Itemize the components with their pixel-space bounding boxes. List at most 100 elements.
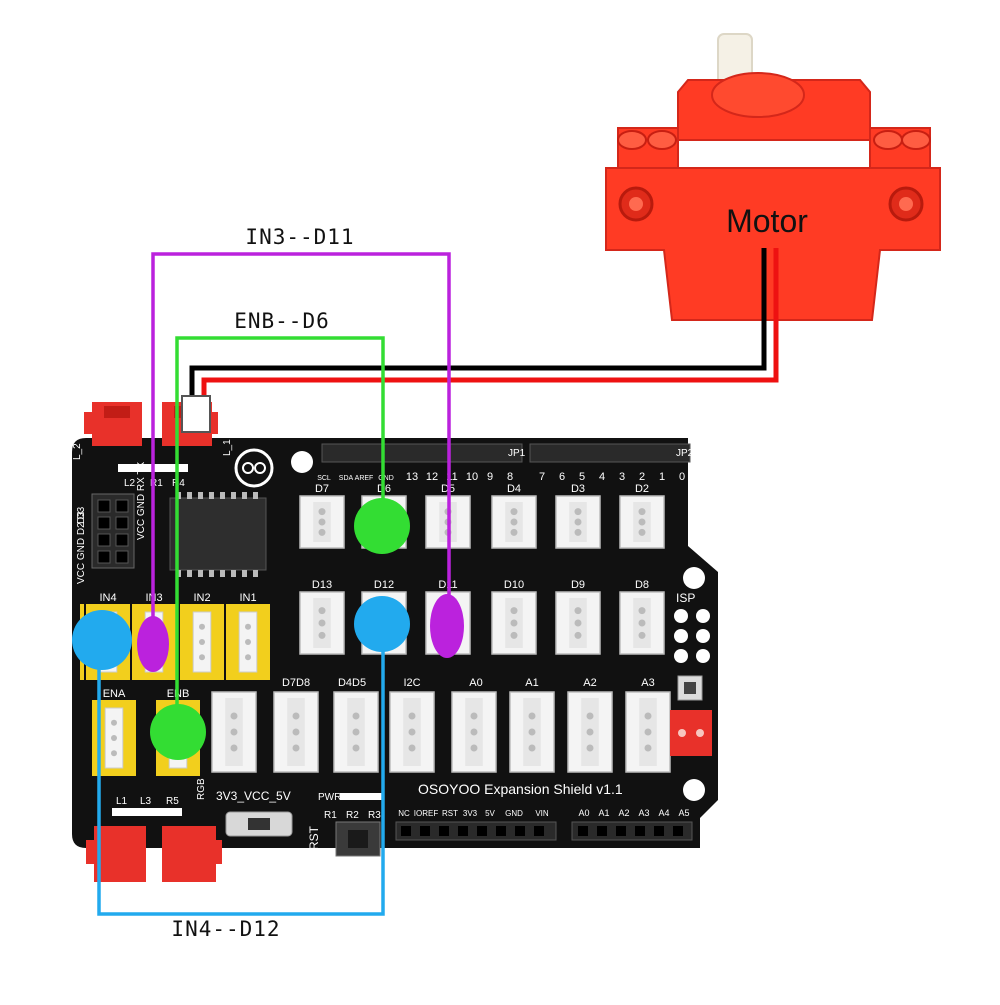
power-pin-label: 5V: [485, 809, 495, 818]
motor-body: [605, 167, 941, 321]
port-label: D4D5: [338, 677, 366, 689]
header-pin-label: 12: [426, 471, 438, 483]
wire-label-in4-d12: IN4--D12: [171, 917, 280, 941]
motor-stud: [873, 130, 903, 150]
port-d9: [555, 591, 601, 655]
r-label: R1: [324, 810, 337, 821]
power-pin-label: RST: [442, 809, 458, 818]
motor-stud: [901, 130, 931, 150]
header-pin-label: 3: [619, 471, 625, 483]
power-pin: [515, 826, 525, 836]
port-d4: [491, 495, 537, 549]
power-pin-label: 3V3: [463, 809, 478, 818]
chip-pin: [209, 570, 214, 577]
motor-axle-hole-inner: [629, 197, 643, 211]
led-label: L1: [116, 796, 128, 807]
rst-label: RST: [307, 825, 321, 850]
in-header-label: IN2: [193, 592, 210, 604]
wire-label-enb-d6: ENB--D6: [234, 309, 330, 333]
isp-pin: [674, 629, 688, 643]
analog-pin-label: A2: [618, 808, 629, 818]
serial-pins: [97, 499, 129, 564]
label-serial-row1: VCC GND RX TX: [136, 462, 147, 540]
port-row3-2: [333, 691, 379, 773]
port-d13: [299, 591, 345, 655]
motor-label: Motor: [726, 203, 808, 239]
wires: IN3--D11 ENB--D6 IN4--D12: [72, 225, 779, 941]
motor-axle-hole-inner: [899, 197, 913, 211]
rgb-connector-right: [162, 826, 222, 882]
header-pin: [97, 533, 111, 547]
isp-pin: [696, 629, 710, 643]
header-pin: [115, 550, 129, 564]
power-pin: [458, 826, 468, 836]
port-row3-7: [625, 691, 671, 773]
pwr-led-strip: [340, 793, 382, 800]
power-pin: [496, 826, 506, 836]
header-pin-label: 6: [559, 471, 565, 483]
jp2-label: JP2: [676, 448, 694, 459]
analog-pin-label: A1: [598, 808, 609, 818]
port-label: D3: [571, 483, 585, 495]
in-header-label: IN4: [99, 592, 116, 604]
port-row3-3: [389, 691, 435, 773]
power-pin-label: VIN: [535, 809, 549, 818]
wire-in3-d11: [151, 252, 451, 640]
label-l2: L_2: [72, 443, 83, 460]
analog-pin: [673, 826, 683, 836]
header-pin: [97, 550, 111, 564]
chip-pin: [242, 492, 247, 499]
header-pin-label: 0: [679, 471, 685, 483]
header-pin-label: SDA: [339, 475, 354, 482]
port-row3-0: [211, 691, 257, 773]
analog-pin-label: A5: [678, 808, 689, 818]
port-label: I2C: [403, 677, 420, 689]
header-pin-label: 1: [659, 471, 665, 483]
isp-label: ISP: [676, 591, 695, 605]
chip-pin: [187, 492, 192, 499]
chip-pin: [231, 570, 236, 577]
port-row3-6: [567, 691, 613, 773]
motor-stud: [617, 130, 647, 150]
header-in1: [226, 604, 270, 680]
port-label: D7: [315, 483, 329, 495]
port-label: A3: [641, 677, 654, 689]
header-pin-label: 13: [406, 471, 418, 483]
power-pin: [439, 826, 449, 836]
wire-label-in3-d11: IN3--D11: [245, 225, 354, 249]
led-label: L2: [124, 478, 136, 489]
chip-pin: [220, 492, 225, 499]
port-label: A0: [469, 677, 482, 689]
rgb-label: RGB: [196, 778, 207, 800]
led-label: R5: [166, 796, 179, 807]
led-strip-bottom: [112, 808, 182, 816]
chip-pin: [253, 492, 258, 499]
port-label: A1: [525, 677, 538, 689]
marker-d6-green: [354, 498, 410, 554]
rgb-connector-left: [86, 826, 146, 882]
port-label: A2: [583, 677, 596, 689]
jp1-label: JP1: [508, 448, 526, 459]
header-pin: [97, 499, 111, 513]
analog-pin: [654, 826, 664, 836]
marker-enb-green: [150, 704, 206, 760]
analog-pin-label: A4: [658, 808, 669, 818]
port-label: D7D8: [282, 677, 310, 689]
port-label: D4: [507, 483, 521, 495]
isp-header: [674, 609, 710, 663]
header-jp1: [321, 443, 523, 463]
power-pin-label: IOREF: [414, 809, 439, 818]
port-row3-1: [273, 691, 319, 773]
port-label: D8: [635, 579, 649, 591]
motor-lead-plug: [181, 395, 211, 433]
power-pin-label: GND: [505, 809, 523, 818]
port-d2: [619, 495, 665, 549]
header-pin-label: SCL: [317, 475, 331, 482]
motor-lead-red: [201, 248, 779, 400]
motor-driver-chip: [169, 497, 267, 571]
